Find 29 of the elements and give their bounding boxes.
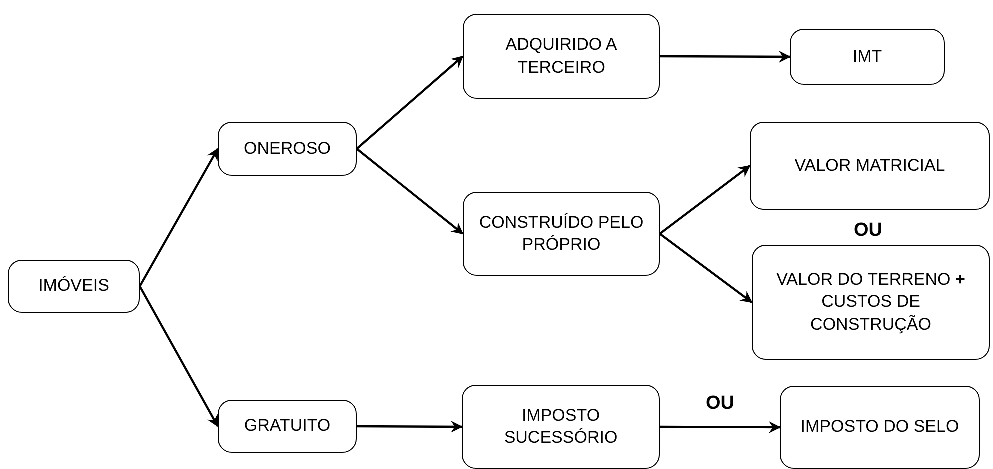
node-text: ONEROSO xyxy=(243,138,332,160)
node-text: IMÓVEIS xyxy=(38,275,110,298)
node-text: ADQUIRIDO A TERCEIRO xyxy=(504,34,618,78)
node-text: VALOR MATRICIAL xyxy=(794,154,946,177)
process-box xyxy=(463,14,660,99)
node-text: IMPOSTO DO SELO xyxy=(800,416,960,438)
process-box xyxy=(750,122,990,210)
process-box xyxy=(218,400,357,453)
arrow xyxy=(660,50,791,63)
node-text: GRATUITO xyxy=(243,415,332,438)
arrow xyxy=(659,233,753,304)
arrow xyxy=(660,421,781,434)
arrow xyxy=(356,56,464,150)
node-text: VALOR DO TERRENO + CUSTOS DE CONSTRUÇÃO xyxy=(776,269,966,336)
node-text: IMT xyxy=(852,46,884,68)
arrow xyxy=(139,148,219,288)
process-box xyxy=(8,260,140,313)
node-text: CONSTRUÍDO PELO PRÓPRIO xyxy=(478,212,645,256)
process-box xyxy=(462,385,660,469)
process-box xyxy=(463,192,660,276)
process-box xyxy=(780,386,980,469)
process-box xyxy=(790,29,945,85)
process-box xyxy=(752,245,990,360)
arrow xyxy=(659,165,751,235)
arrow xyxy=(357,420,463,433)
arrow xyxy=(356,148,464,235)
node-text: IMPOSTO SUCESSÓRIO xyxy=(503,404,619,449)
arrow xyxy=(139,286,219,428)
process-box xyxy=(218,122,357,176)
